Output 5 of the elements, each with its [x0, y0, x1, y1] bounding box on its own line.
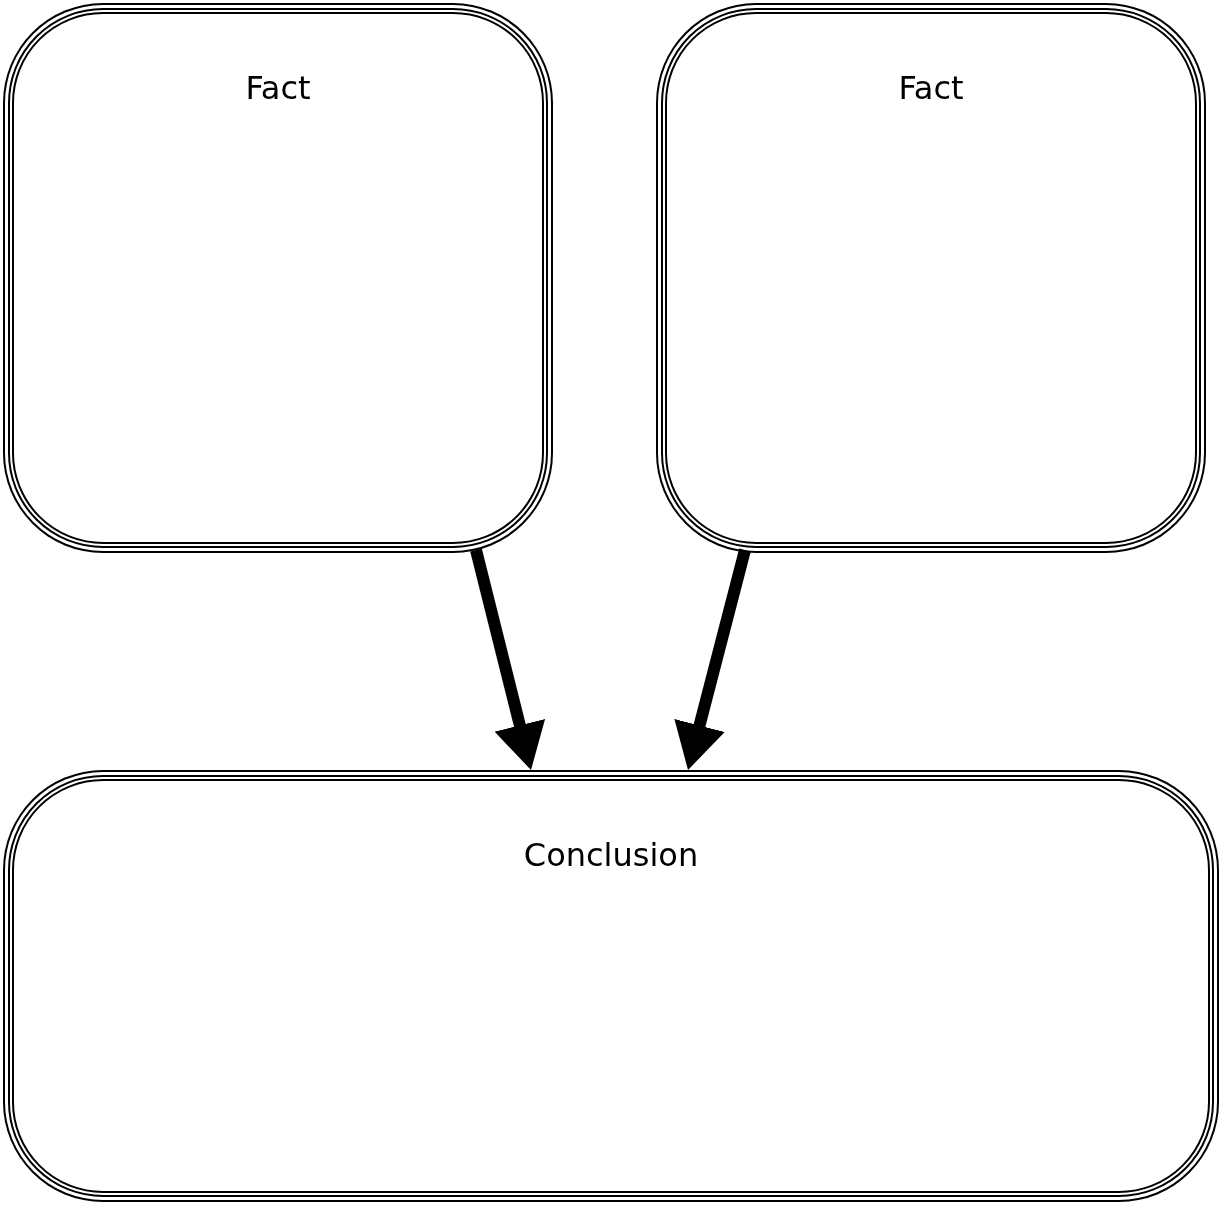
arrow — [674, 548, 751, 770]
box-title: Conclusion — [523, 836, 699, 875]
box-title: Fact — [245, 69, 311, 108]
arrow — [470, 548, 546, 770]
box-title: Fact — [898, 69, 964, 108]
